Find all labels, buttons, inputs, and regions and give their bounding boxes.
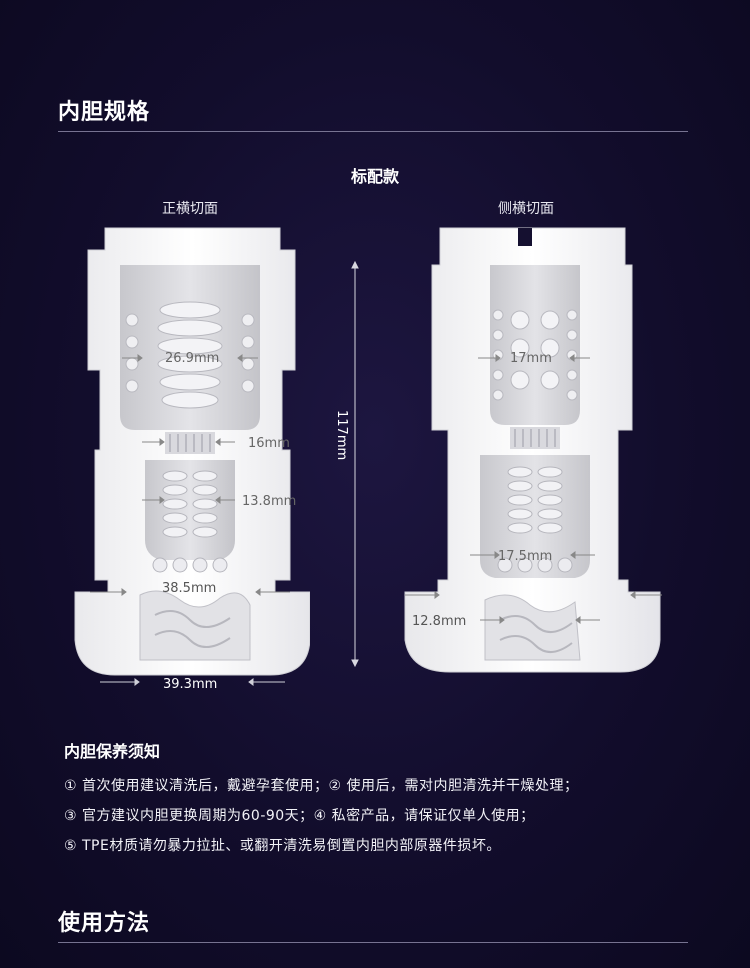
side-cross-section-figure: 17mm 17.5mm 12.8mm bbox=[404, 227, 662, 673]
front-base-width-dim: 39.3mm bbox=[163, 677, 217, 692]
usage-section-title: 使用方法 bbox=[58, 911, 151, 936]
front-section-label: 正横切面 bbox=[162, 201, 218, 217]
front-cross-section-figure: 26.9mm 16mm 13.8mm 38.5mm bbox=[74, 227, 310, 676]
height-dimension: 117mm bbox=[334, 260, 359, 668]
care-note-line-1: ① 首次使用建议清洗后，戴避孕套使用；② 使用后，需对内胆清洗并干燥处理； bbox=[64, 778, 579, 794]
side-mid-chamber-dim: 17.5mm bbox=[498, 549, 552, 564]
standard-model-label: 标配款 bbox=[350, 167, 399, 186]
front-base-width-dimension: 39.3mm bbox=[100, 677, 285, 692]
care-note-line-2: ③ 官方建议内胆更换周期为60-90天；④ 私密产品，请保证仅单人使用； bbox=[64, 808, 535, 824]
side-top-chamber-dim: 17mm bbox=[510, 351, 552, 366]
spec-section-title: 内胆规格 bbox=[58, 100, 151, 125]
care-note-line-3: ⑤ TPE材质请勿暴力拉扯、或翻开清洗易倒置内胆内部原器件损坏。 bbox=[64, 838, 501, 854]
front-top-chamber-dim: 26.9mm bbox=[165, 351, 219, 366]
front-lower-chamber-dim: 38.5mm bbox=[162, 581, 216, 596]
side-base-dim: 12.8mm bbox=[412, 614, 466, 629]
usage-section-divider bbox=[58, 942, 688, 943]
front-neck-dim: 16mm bbox=[248, 436, 290, 451]
care-notes-title: 内胆保养须知 bbox=[64, 742, 161, 761]
spec-section-divider bbox=[58, 131, 688, 132]
front-mid-chamber-dim: 13.8mm bbox=[242, 494, 296, 509]
height-dim-label: 117mm bbox=[334, 410, 349, 460]
side-section-label: 侧横切面 bbox=[498, 201, 554, 217]
